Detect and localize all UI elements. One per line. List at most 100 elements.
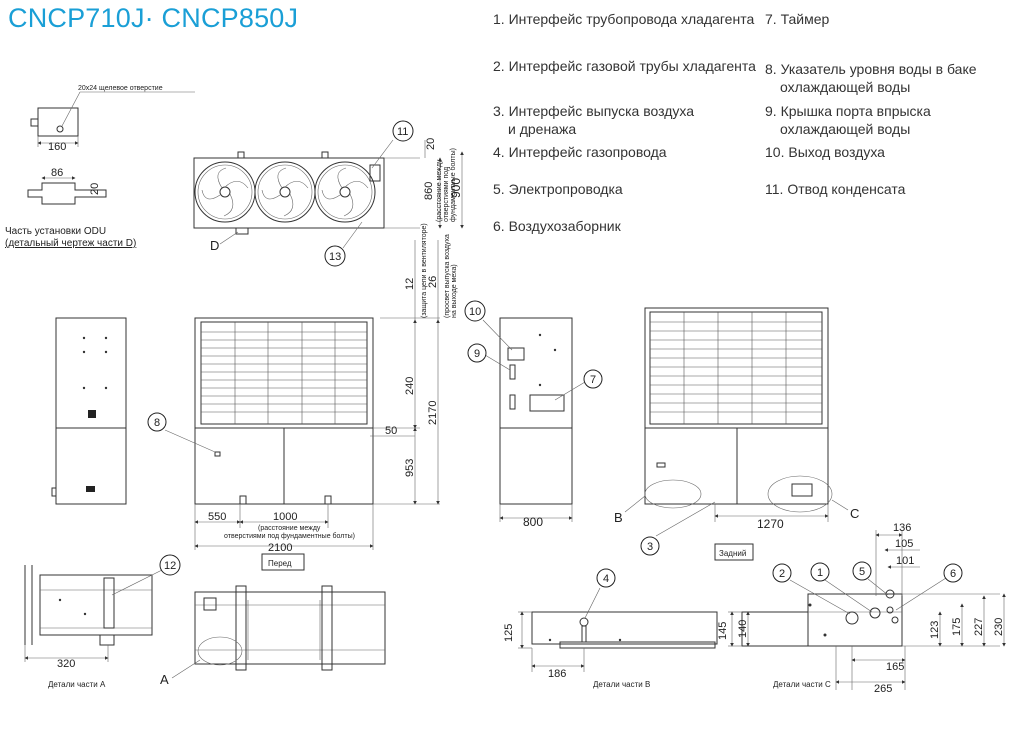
callout-6-number: 6 [950, 568, 956, 580]
detail-b-dim-186: 186 [548, 668, 566, 680]
note-860-line2: отверстиями под [443, 167, 450, 222]
dim-1000-label: 1000 [273, 511, 297, 523]
detail-b-caption: Детали части B [593, 680, 650, 689]
detail-c-dim-230: 230 [993, 618, 1005, 636]
dim-320-label: 320 [57, 658, 75, 670]
callout-4: 4 [584, 568, 616, 619]
detail-c-dim-101: 101 [896, 555, 914, 567]
callout-7: 7 [554, 369, 603, 401]
dim-1270-label: 1270 [757, 517, 784, 531]
detail-c-dim-105: 105 [895, 538, 913, 550]
legend-item-8: 8. Указатель уровня воды в баке [765, 61, 977, 77]
legend-item-9b: охлаждающей воды [780, 121, 911, 137]
gap-dimensions: 12 (защита цепи в вентиляторе) 26 (просв… [404, 223, 458, 320]
label-a: A [160, 672, 169, 687]
legend-item-3: 3. Интерфейс выпуска воздуха [493, 103, 695, 119]
mounting-detail-d: 20x24 щелевое отверстие 160 86 20 Часть … [5, 85, 195, 249]
front-caption: Перед [268, 559, 292, 568]
legend-item-2: 2. Интерфейс газовой трубы хладагента [493, 58, 756, 74]
dim-2170-label: 2170 [427, 401, 439, 425]
dim-550-label: 550 [208, 511, 226, 523]
fan-3-icon [314, 161, 376, 223]
callout-13: 13 [324, 221, 363, 267]
callout-10: 10 [464, 300, 513, 351]
dim-2100-label: 2100 [268, 542, 292, 554]
callout-1-number: 1 [817, 567, 823, 579]
detail-c-dim-136: 136 [893, 522, 911, 534]
dim-160-label: 160 [48, 141, 66, 153]
detail-c: 136 105 101 145 140 123 175 227 230 165 … [717, 522, 1006, 695]
callout-2: 2 [772, 563, 851, 615]
page-title: CNCP710J· CNCP850J [8, 3, 299, 33]
label-d: D [210, 238, 219, 253]
dim-86-label: 86 [51, 167, 63, 179]
slot-label: 20x24 щелевое отверстие [78, 85, 163, 92]
odu-caption-line2: (детальный чертеж части D) [5, 238, 136, 249]
dim-26-label: 26 [427, 276, 439, 288]
callout-5: 5 [852, 561, 889, 596]
region-c-ellipse [767, 475, 833, 513]
callout-12-number: 12 [164, 560, 176, 572]
label-c: C [850, 506, 859, 521]
detail-c-dim-123: 123 [929, 621, 941, 639]
detail-b: 125 186 Детали части B [503, 611, 718, 689]
dim-953-label: 953 [404, 459, 416, 477]
legend-item-3b: и дренажа [508, 121, 577, 137]
legend-item-7: 7. Таймер [765, 11, 830, 27]
legend-item-6: 6. Воздухозаборник [493, 218, 621, 234]
callout-3: 3 [640, 501, 716, 556]
top-dim-20-label: 20 [425, 138, 437, 150]
callout-9-number: 9 [474, 348, 480, 360]
odu-caption-line1: Часть установки ODU [5, 226, 106, 237]
dim-50-label: 50 [385, 425, 397, 437]
callout-13-number: 13 [329, 251, 341, 263]
callout-5-number: 5 [859, 566, 865, 578]
note-26-line1: (просвет выпуска воздуха [444, 234, 451, 318]
callout-8-number: 8 [154, 417, 160, 429]
rear-caption: Задний [719, 549, 746, 558]
legend-item-4: 4. Интерфейс газопровода [493, 144, 667, 160]
legend-item-9: 9. Крышка порта впрыска [765, 103, 931, 119]
dim-860-label: 860 [423, 182, 435, 200]
front-view: 240 50 2170 953 550 1000 (расстояние меж… [194, 317, 440, 571]
callout-4-number: 4 [603, 573, 609, 585]
callout-2-number: 2 [779, 568, 785, 580]
legend-item-1: 1. Интерфейс трубопровода хладагента [493, 11, 755, 27]
callout-9: 9 [467, 343, 511, 371]
dim-900-label: 900 [449, 178, 463, 198]
legend-item-5: 5. Электропроводка [493, 181, 623, 197]
legend-item-10: 10. Выход воздуха [765, 144, 885, 160]
dim-800-label: 800 [523, 515, 543, 529]
detail-c-dim-145: 145 [717, 622, 729, 640]
base-frame-plan: A [160, 585, 386, 687]
detail-c-dim-140: 140 [737, 620, 749, 638]
detail-c-dim-175: 175 [951, 618, 963, 636]
callout-10-number: 10 [469, 306, 481, 318]
callout-7-number: 7 [590, 374, 596, 386]
callout-1: 1 [810, 562, 873, 613]
detail-c-dim-227: 227 [973, 618, 985, 636]
detail-c-caption: Детали части C [773, 680, 831, 689]
legend-item-11: 11. Отвод конденсата [765, 181, 906, 197]
top-view: D 20 860 (расстояние между отверстиями п… [193, 138, 464, 253]
bolt-note-line1: (расстояние между [258, 525, 321, 532]
callout-11: 11 [371, 120, 414, 169]
region-b-ellipse [644, 479, 702, 509]
callout-11-number: 11 [397, 126, 408, 138]
detail-c-dim-265: 265 [874, 683, 892, 695]
detail-a: 320 Детали части A [24, 565, 153, 689]
detail-a-caption: Детали части A [48, 680, 106, 689]
left-side-view [51, 317, 127, 505]
note-860-line1: (расстояние между [436, 159, 443, 222]
dim-240-label: 240 [404, 377, 416, 395]
callout-12: 12 [111, 554, 181, 596]
bolt-note-line2: отверстиями под фундаментные болты) [224, 532, 355, 540]
label-b: B [614, 510, 623, 525]
detail-c-dim-165: 165 [886, 661, 904, 673]
dim-12-label: 12 [404, 278, 416, 290]
legend-item-8b: охлаждающей воды [780, 79, 911, 95]
dim-20-label: 20 [89, 183, 101, 195]
callout-3-number: 3 [647, 541, 653, 553]
right-side-view: 800 [499, 317, 573, 529]
